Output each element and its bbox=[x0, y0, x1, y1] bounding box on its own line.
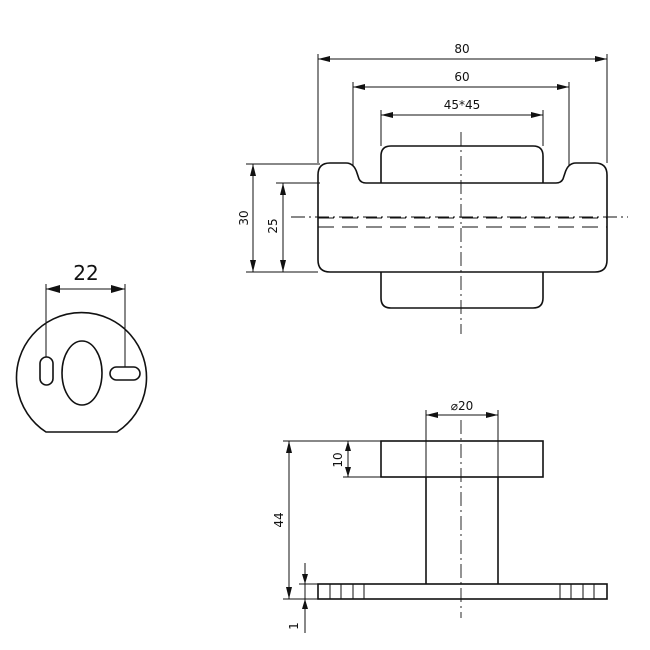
dim-22-arrow-left bbox=[46, 285, 60, 293]
round-base-slot-left bbox=[39, 356, 54, 386]
dim-44-label: 44 bbox=[272, 512, 286, 527]
top-view-square-bottom bbox=[380, 272, 544, 309]
round-base-center-oval bbox=[61, 340, 103, 406]
round-base-outline bbox=[15, 311, 148, 433]
dim-22-label: 22 bbox=[73, 261, 98, 285]
dim-44-arrow-top bbox=[286, 441, 292, 453]
dim-60-label: 60 bbox=[454, 70, 469, 84]
dim-80-arrow-right bbox=[595, 56, 607, 62]
dim-d20-arrow-right bbox=[486, 412, 498, 418]
dim-10-label: 10 bbox=[331, 452, 345, 467]
dim-45-label: 45*45 bbox=[444, 98, 481, 112]
dim-10-arrow-top bbox=[345, 441, 351, 451]
round-base-slot-right bbox=[109, 366, 141, 381]
side-view-cap bbox=[380, 440, 544, 478]
dim-45-arrow-right bbox=[531, 112, 543, 118]
dim-10-arrow-bottom bbox=[345, 467, 351, 477]
dim-60-arrow-left bbox=[353, 84, 365, 90]
dim-1-arrow-bottom bbox=[302, 599, 308, 609]
top-view-body-outline bbox=[317, 162, 608, 273]
dim-d20-label: ⌀20 bbox=[451, 399, 474, 413]
dim-1-arrow-top bbox=[302, 574, 308, 584]
dim-80-arrow-left bbox=[318, 56, 330, 62]
dim-25-arrow-bottom bbox=[280, 260, 286, 272]
dim-1-label: 1 bbox=[287, 622, 301, 630]
dim-44-arrow-bottom bbox=[286, 587, 292, 599]
dim-22-arrow-right bbox=[111, 285, 125, 293]
dim-d20-arrow-left bbox=[426, 412, 438, 418]
dim-30-arrow-bottom bbox=[250, 260, 256, 272]
side-view: ⌀20 10 44 1 bbox=[272, 399, 608, 633]
dim-60-arrow-right bbox=[557, 84, 569, 90]
dim-30-label: 30 bbox=[237, 210, 251, 225]
dim-25-arrow-top bbox=[280, 183, 286, 195]
dim-45-arrow-left bbox=[381, 112, 393, 118]
top-view-square-top bbox=[380, 145, 544, 183]
dim-80-label: 80 bbox=[454, 42, 469, 56]
round-base-view: 22 bbox=[15, 261, 148, 433]
side-view-base-plate bbox=[317, 583, 608, 600]
top-view: 80 60 45*45 30 25 bbox=[237, 42, 628, 334]
dim-25-label: 25 bbox=[266, 218, 280, 233]
dim-30-arrow-top bbox=[250, 164, 256, 176]
